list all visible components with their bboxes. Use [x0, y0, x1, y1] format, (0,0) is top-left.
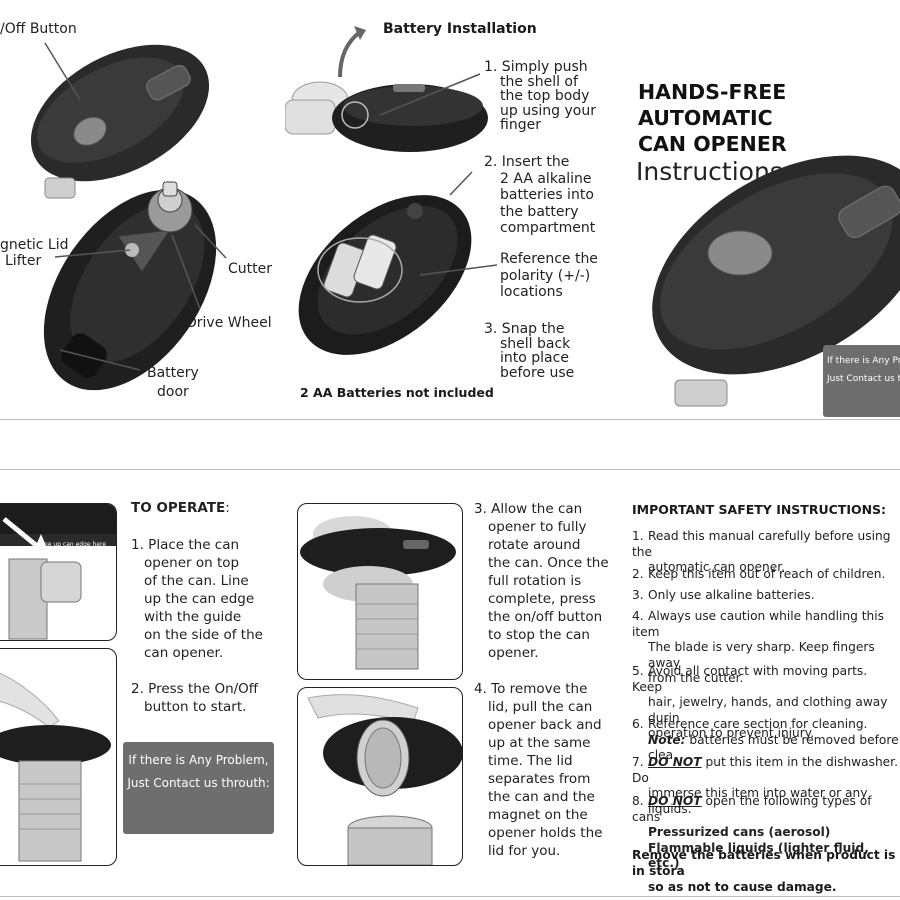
- battery-shell-illustration: [285, 81, 488, 152]
- battery-door-label: Battery door: [147, 365, 199, 400]
- remove-lid-photo: [297, 687, 463, 866]
- batteries-not-included: 2 AA Batteries not included: [300, 385, 494, 400]
- guide-label: Line up can edge here: [39, 541, 107, 548]
- diagram-leader-lines: [54, 224, 227, 371]
- battery-compartment-illustration: [298, 195, 472, 355]
- battery-installation-title: Battery Installation: [383, 21, 537, 37]
- safety-item-6: 6.Reference care section for cleaning. N…: [632, 717, 899, 762]
- opener-bottom-illustration: [43, 181, 217, 391]
- cover-title: HANDS-FREE AUTOMATIC CAN OPENER: [638, 80, 787, 156]
- lid-lifter-label: gnetic Lid Lifter: [0, 237, 69, 269]
- press-button-photo: [0, 648, 117, 866]
- battery-step-1: 1. Simply push the shell of the top body…: [484, 59, 596, 133]
- drive-wheel-label: Drive Wheel: [186, 315, 272, 331]
- operate-step-2: 2. Press the On/Off button to start.: [131, 681, 259, 715]
- operate-step-4: 4. To remove the lid, pull the can opene…: [474, 681, 603, 859]
- safety-item-7: 7.DO NOT put this item in the dishwasher…: [632, 755, 898, 816]
- cover-contact-box: If there is Any Pro Just Contact us t: [823, 345, 900, 417]
- on-off-label: /Off Button: [0, 21, 77, 37]
- safety-closing-note: Remove the batteries when product is in …: [632, 848, 896, 894]
- can-edge-photo: Line up can edge here: [0, 503, 117, 641]
- safety-item-4: 4.Always use caution while handling this…: [632, 609, 884, 685]
- opener-cover-illustration: [652, 155, 900, 407]
- safety-item-3: 3.Only use alkaline batteries.: [632, 588, 815, 602]
- safety-item-1: 1.Read this manual carefully before usin…: [632, 529, 891, 574]
- on-off-leader-line: [44, 42, 81, 101]
- operate-step-3: 3. Allow the can opener to fully rotate …: [474, 501, 609, 661]
- battery-step-3: 3. Snap the shell back into place before…: [484, 321, 575, 381]
- cutter-label: Cutter: [228, 261, 272, 277]
- safety-heading: IMPORTANT SAFETY INSTRUCTIONS:: [632, 502, 887, 517]
- safety-item-2: 2.Keep this item out of reach of childre…: [632, 567, 886, 581]
- push-arrow-icon: [338, 26, 366, 78]
- opener-top-illustration: [30, 44, 210, 199]
- rotating-opener-photo: [297, 503, 463, 680]
- battery-leader-lines: [379, 73, 498, 276]
- battery-step-2: 2. Insert the 2 AA alkaline batteries in…: [484, 154, 596, 236]
- polarity-note: Reference the polarity (+/-) locations: [500, 251, 598, 300]
- panel-divider-middle: [0, 469, 900, 470]
- safety-item-5: 5.Avoid all contact with moving parts. K…: [632, 664, 888, 740]
- to-operate-heading: TO OPERATE:: [131, 500, 230, 516]
- safety-item-8: 8.DO NOT open the following types of can…: [632, 794, 872, 870]
- operate-step-1: 1. Place the can opener on top of the ca…: [131, 537, 263, 661]
- operate-contact-box: If there is Any Problem, Just Contact us…: [123, 742, 274, 834]
- panel-divider-bottom: [0, 896, 900, 897]
- panel-divider-top: [0, 419, 900, 420]
